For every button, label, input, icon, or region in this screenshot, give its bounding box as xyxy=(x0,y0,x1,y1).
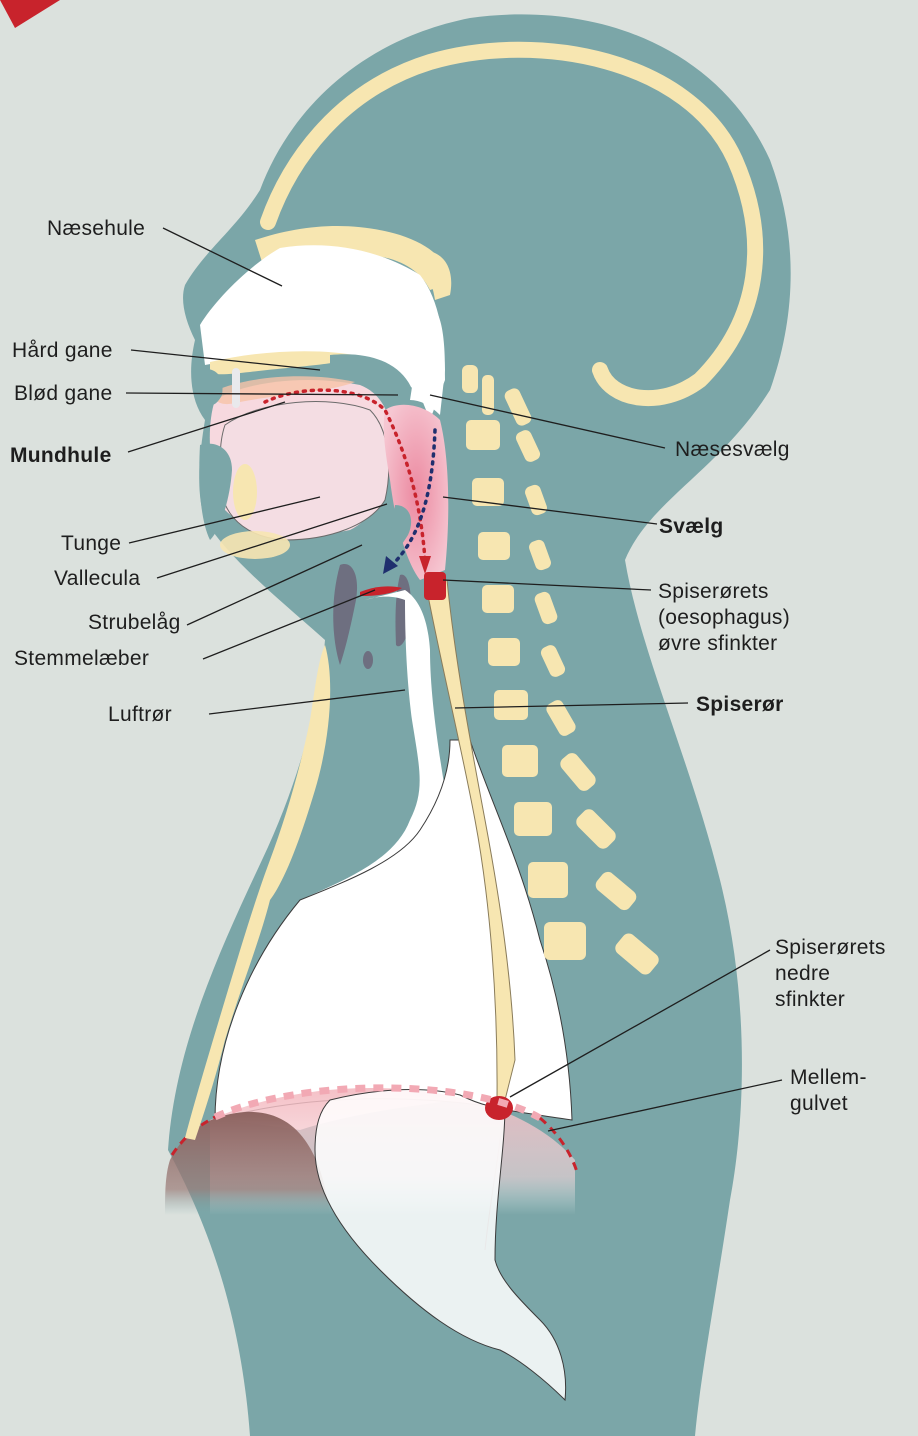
label-vallecula: Vallecula xyxy=(54,566,140,592)
upper-tooth xyxy=(232,368,240,408)
label-mundhule: Mundhule xyxy=(10,443,112,469)
label-naesehule: Næsehule xyxy=(47,216,145,242)
label-luftroer: Luftrør xyxy=(108,702,172,728)
label-haard-gane: Hård gane xyxy=(12,338,113,364)
label-oevre-sfinkter: Spiserørets (oesophagus) øvre sfinkter xyxy=(658,579,790,657)
label-tunge: Tunge xyxy=(61,531,121,557)
label-bloed-gane: Blød gane xyxy=(14,381,112,407)
label-nedre-sfinkter: Spiserørets nedre sfinkter xyxy=(775,935,886,1013)
label-mellemgulvet: Mellem- gulvet xyxy=(790,1065,867,1117)
label-stemmelaeber: Stemmelæber xyxy=(14,646,149,672)
label-naesesvaelg: Næsesvælg xyxy=(675,437,790,463)
hyoid xyxy=(363,651,373,669)
label-strubelaag: Strubelåg xyxy=(88,610,181,636)
label-svaelg: Svælg xyxy=(659,514,724,540)
lower-tooth xyxy=(233,464,257,520)
label-spiseroer: Spiserør xyxy=(696,692,784,718)
corner-mark xyxy=(0,0,60,28)
upper-esophageal-sphincter xyxy=(424,572,446,600)
